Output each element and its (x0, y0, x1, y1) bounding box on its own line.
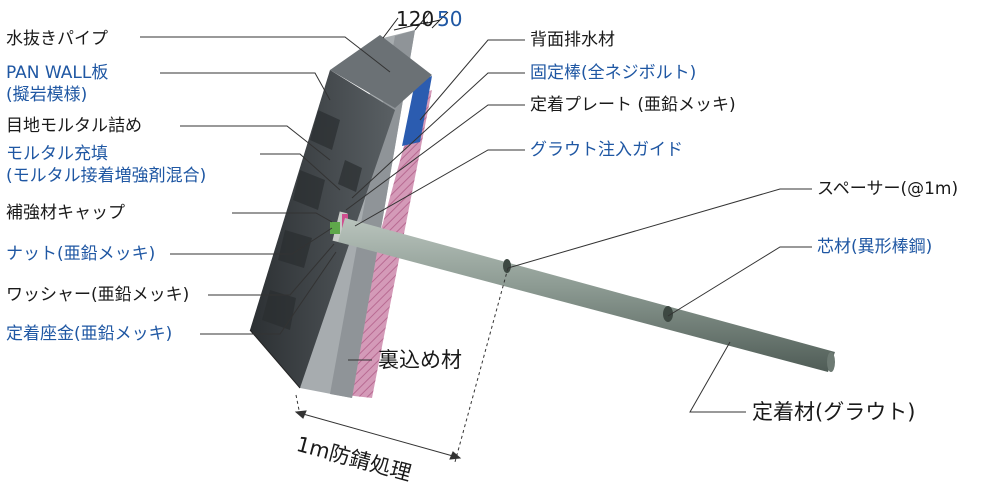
label-pan-wall-pattern: (擬岩模様) (6, 85, 88, 105)
rock-texture (262, 110, 362, 330)
label-reinforcement-cap: 補強材キャップ (6, 203, 125, 223)
dimension-50: 50 (437, 7, 463, 31)
spacer-1 (503, 259, 511, 273)
rod-end (827, 352, 835, 372)
leader-lines (140, 36, 812, 413)
label-spacer: スペーサー(@1m) (817, 179, 959, 199)
dimension-lines (382, 11, 449, 39)
label-fixing-rod: 固定棒(全ネジボルト) (530, 63, 697, 83)
label-mortar-additive: (モルタル接着増強剤混合) (6, 166, 207, 186)
label-grout-guide: グラウト注入ガイド (530, 140, 683, 160)
label-mortar-fill: モルタル充填 (6, 144, 108, 164)
label-pan-wall-board: PAN WALL板 (6, 63, 109, 83)
dimension-120: 120 (396, 7, 435, 31)
label-core-material: 芯材(異形棒鋼) (817, 237, 933, 257)
spacer-2 (663, 306, 673, 322)
drainage-strip (402, 76, 432, 146)
label-anchor-seat: 定着座金(亜鉛メッキ) (6, 324, 173, 344)
label-grout-anchor: 定着材(グラウト) (752, 400, 916, 424)
wall-top-face (330, 35, 432, 108)
label-backfill: 裏込め材 (378, 348, 462, 372)
anchor-rod (338, 218, 835, 372)
treatment-dimension (294, 267, 509, 463)
label-back-drainage: 背面排水材 (530, 30, 615, 50)
label-nut: ナット(亜鉛メッキ) (6, 244, 156, 264)
label-joint-mortar: 目地モルタル詰め (6, 116, 142, 136)
concrete-layer-shade (330, 30, 415, 398)
label-drain-pipe: 水抜きパイプ (6, 29, 108, 49)
label-washer: ワッシャー(亜鉛メッキ) (6, 285, 190, 305)
nut (330, 222, 340, 234)
label-anchor-plate: 定着プレート (亜鉛メッキ) (530, 95, 736, 115)
